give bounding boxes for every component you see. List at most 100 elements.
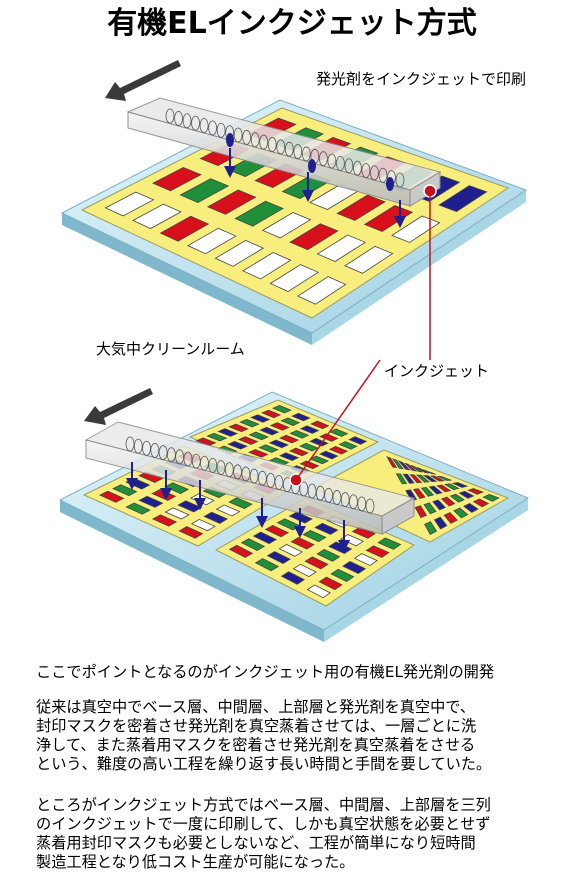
pixel-cell bbox=[179, 178, 230, 203]
nozzle bbox=[125, 436, 135, 452]
pixel-cell bbox=[178, 526, 204, 539]
pixel-cell bbox=[214, 239, 265, 267]
nozzle bbox=[174, 110, 183, 126]
pixel-cell bbox=[104, 191, 155, 217]
pixel-cell bbox=[125, 502, 151, 515]
pixel-cell bbox=[318, 576, 343, 591]
pixel-cell bbox=[472, 498, 490, 508]
nozzle bbox=[284, 141, 294, 157]
pixel-cell bbox=[414, 505, 428, 519]
pixel-cell bbox=[438, 185, 488, 213]
pointer-line-bottom bbox=[295, 359, 381, 481]
cleanroom-label: 大気中クリーンルーム bbox=[96, 340, 245, 358]
pixel-cell bbox=[206, 432, 228, 442]
pixel-cell bbox=[271, 405, 292, 414]
nozzle bbox=[378, 167, 388, 183]
pixel-cell bbox=[318, 450, 339, 460]
nozzle bbox=[166, 447, 176, 463]
pixel-cell bbox=[309, 438, 329, 447]
nozzle bbox=[175, 449, 185, 465]
nozzle bbox=[208, 457, 218, 473]
pixel-cell bbox=[416, 466, 430, 474]
pixel-cell bbox=[228, 544, 254, 558]
nozzle bbox=[340, 492, 350, 507]
pixel-cell bbox=[304, 556, 329, 570]
pixel-cell bbox=[344, 245, 394, 274]
nozzle bbox=[299, 481, 309, 497]
pixel-cell bbox=[268, 439, 289, 449]
pixel-cell bbox=[132, 203, 182, 229]
nozzle bbox=[293, 144, 303, 159]
pixel-cell bbox=[430, 475, 446, 482]
bottom-nozzle-row bbox=[125, 436, 375, 514]
pixel-cell bbox=[289, 430, 310, 439]
nozzle bbox=[200, 455, 209, 471]
pixel-cell bbox=[302, 529, 327, 543]
pixel-cell bbox=[248, 449, 269, 458]
pixel-cell bbox=[436, 484, 452, 493]
nozzle bbox=[315, 485, 325, 501]
pixel-cell bbox=[458, 490, 475, 499]
paragraph-line: という、難度の高い工程を繰り返す長い時間と手間を要していた。 bbox=[36, 755, 492, 773]
paragraph-line: 浄して、また蒸着用マスクを密着させ発光剤を真空蒸着をさせる bbox=[36, 736, 476, 754]
bottom-inkjet-head bbox=[84, 421, 416, 552]
pixel-cell bbox=[248, 431, 269, 441]
pixel-cell bbox=[410, 464, 423, 473]
paragraph-line: 製造工程となり低コスト生産が可能になった。 bbox=[36, 853, 355, 871]
pixel-cell bbox=[314, 522, 339, 535]
pixel-cell bbox=[328, 445, 349, 455]
pixel-cell bbox=[415, 474, 430, 483]
pixel-cell bbox=[289, 223, 339, 251]
pixel-cell bbox=[412, 488, 426, 499]
pixel-cell bbox=[264, 524, 290, 538]
top-drop bbox=[386, 177, 394, 191]
paragraph-line: 従来は真空中でベース層、中間層、上部層と発光剤を真空中で、 bbox=[36, 698, 476, 716]
pixel-cell bbox=[428, 485, 443, 495]
nozzle bbox=[266, 472, 276, 488]
pixel-cell bbox=[353, 553, 378, 566]
pixel-cell bbox=[164, 507, 190, 520]
nozzle bbox=[216, 122, 226, 138]
pixel-cell bbox=[269, 264, 319, 293]
pixel-cell bbox=[266, 551, 291, 565]
pixel-cell bbox=[203, 511, 229, 524]
pixel-cell bbox=[252, 531, 278, 545]
pixel-cell bbox=[112, 484, 138, 497]
nozzle bbox=[250, 132, 260, 148]
bottom-direction-arrow-icon bbox=[84, 388, 153, 425]
pixel-cell bbox=[227, 440, 249, 450]
pixel-cell bbox=[299, 460, 320, 470]
paragraph-inkjet-method: ところがインクジェット方式ではベース層、中間層、上部層を三列 のインクジェットで… bbox=[36, 796, 566, 872]
pixel-cell bbox=[440, 496, 456, 507]
pixel-cell bbox=[437, 475, 452, 481]
pixel-cell bbox=[432, 499, 446, 511]
pixel-cell bbox=[261, 212, 312, 239]
pixel-cell bbox=[280, 571, 306, 585]
inkjet-process-diagram bbox=[58, 60, 530, 642]
top-drop bbox=[226, 133, 234, 147]
nozzle bbox=[150, 443, 160, 458]
nozzle bbox=[158, 445, 168, 460]
paragraph-conventional: 従来は真空中でベース層、中間層、上部層と発光剤を真空中で、 封印マスクを密着させ… bbox=[36, 698, 566, 774]
nozzle bbox=[344, 158, 354, 174]
nozzle bbox=[267, 137, 277, 152]
pixel-cell bbox=[342, 560, 367, 574]
page-title: 有機ELインクジェット方式 bbox=[107, 6, 477, 41]
nozzle bbox=[318, 151, 328, 167]
pixel-cell bbox=[310, 420, 330, 430]
pixel-cell bbox=[397, 460, 411, 471]
key-point-heading: ここでポイントとなるのがインクジェット用の有機EL発光剤の開発 bbox=[36, 663, 495, 681]
nozzle bbox=[241, 466, 251, 482]
pixel-cell bbox=[228, 497, 253, 510]
nozzle bbox=[365, 498, 375, 514]
pixel-cell bbox=[336, 194, 386, 221]
pixel-cell bbox=[250, 414, 271, 423]
nozzle bbox=[191, 453, 201, 469]
pixel-cell bbox=[254, 558, 280, 572]
pixel-cell bbox=[467, 488, 485, 495]
pixel-cell bbox=[451, 482, 469, 488]
nozzle bbox=[182, 113, 192, 129]
pixel-cell bbox=[291, 412, 311, 422]
top-inkjet-head bbox=[126, 97, 442, 228]
nozzle bbox=[233, 127, 243, 143]
